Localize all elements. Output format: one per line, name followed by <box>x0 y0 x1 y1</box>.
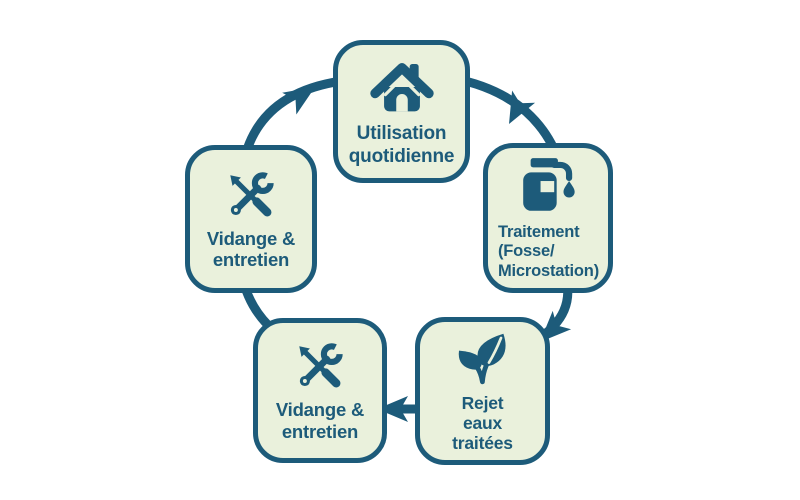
wrench-screwdriver-icon <box>299 339 349 388</box>
node-vidange-entretien-left: Vidange & entretien <box>185 145 317 293</box>
node-label: Utilisation quotidienne <box>348 123 455 167</box>
label-line: Rejet <box>461 392 504 413</box>
label-line: Traitement <box>498 223 580 242</box>
label-line: (Fosse/ <box>498 242 555 261</box>
label-line: Utilisation <box>356 123 447 145</box>
label-line: quotidienne <box>348 145 455 167</box>
node-label: Vidange & entretien <box>206 227 296 271</box>
label-line: Vidange & <box>275 399 365 421</box>
arrowhead-up-right-icon <box>282 86 316 115</box>
node-vidange-entretien-bottom: Vidange & entretien <box>253 318 387 463</box>
label-line: entretien <box>281 420 359 442</box>
arrowhead-left-icon <box>377 396 408 422</box>
arrowhead-down-left-icon <box>539 310 572 343</box>
label-line: Microstation) <box>498 261 599 280</box>
leaf-icon <box>458 333 506 384</box>
node-label: Vidange & entretien <box>275 399 365 442</box>
node-label: Rejet eaux traitées <box>452 393 513 454</box>
arrowhead-down-right-icon <box>509 90 536 125</box>
house-icon <box>369 63 434 112</box>
label-line: traitées <box>452 433 513 454</box>
tank-faucet-drop-icon <box>523 158 575 212</box>
node-label: Traitement (Fosse/ Microstation) <box>488 223 608 280</box>
label-line: eaux <box>462 412 503 433</box>
label-line: entretien <box>212 249 290 270</box>
wrench-screwdriver-icon <box>230 167 280 216</box>
node-traitement: Traitement (Fosse/ Microstation) <box>483 143 613 293</box>
node-utilisation-quotidienne: Utilisation quotidienne <box>333 40 470 183</box>
node-rejet-eaux-traitees: Rejet eaux traitées <box>415 317 550 465</box>
label-line: Vidange & <box>206 227 296 249</box>
